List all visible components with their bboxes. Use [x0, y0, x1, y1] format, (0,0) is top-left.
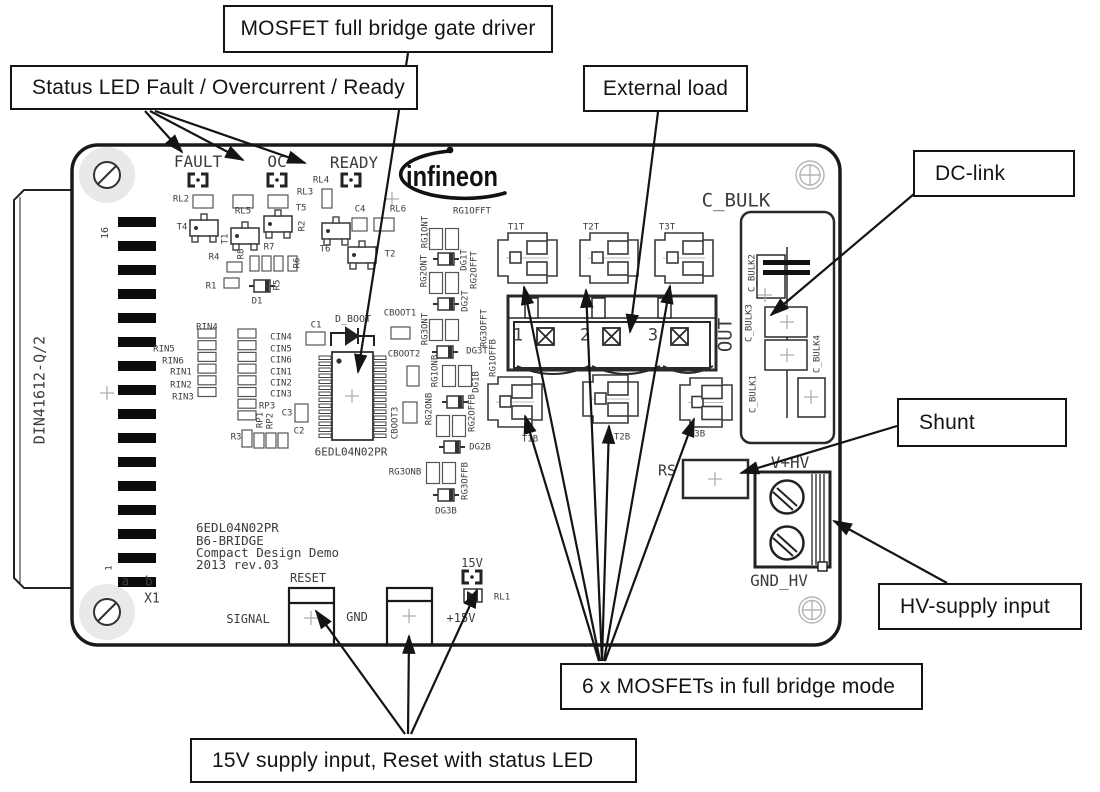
smd-diodes	[249, 252, 468, 502]
callout-shunt: Shunt	[897, 398, 1067, 447]
callout-dc-link: DC-link	[913, 150, 1075, 197]
hv-terminal-block	[753, 470, 832, 572]
callout-hv-supply: HV-supply input	[878, 583, 1082, 630]
smd-pads	[192, 188, 473, 485]
callout-external-load: External load	[583, 65, 748, 112]
svg-text:infineon: infineon	[406, 161, 498, 193]
connector-pins	[118, 217, 156, 587]
callout-gate-driver: MOSFET full bridge gate driver	[223, 5, 553, 53]
mounting-hole-bottom-left	[79, 584, 135, 640]
callout-status-led: Status LED Fault / Overcurrent / Ready	[10, 65, 418, 110]
screw-hole-top-right	[795, 160, 825, 190]
callout-supply-15v: 15V supply input, Reset with status LED	[190, 738, 637, 783]
callout-mosfets: 6 x MOSFETs in full bridge mode	[560, 663, 923, 710]
screw-hole-bottom-right	[798, 596, 826, 624]
mounting-hole-top-left	[79, 147, 135, 203]
